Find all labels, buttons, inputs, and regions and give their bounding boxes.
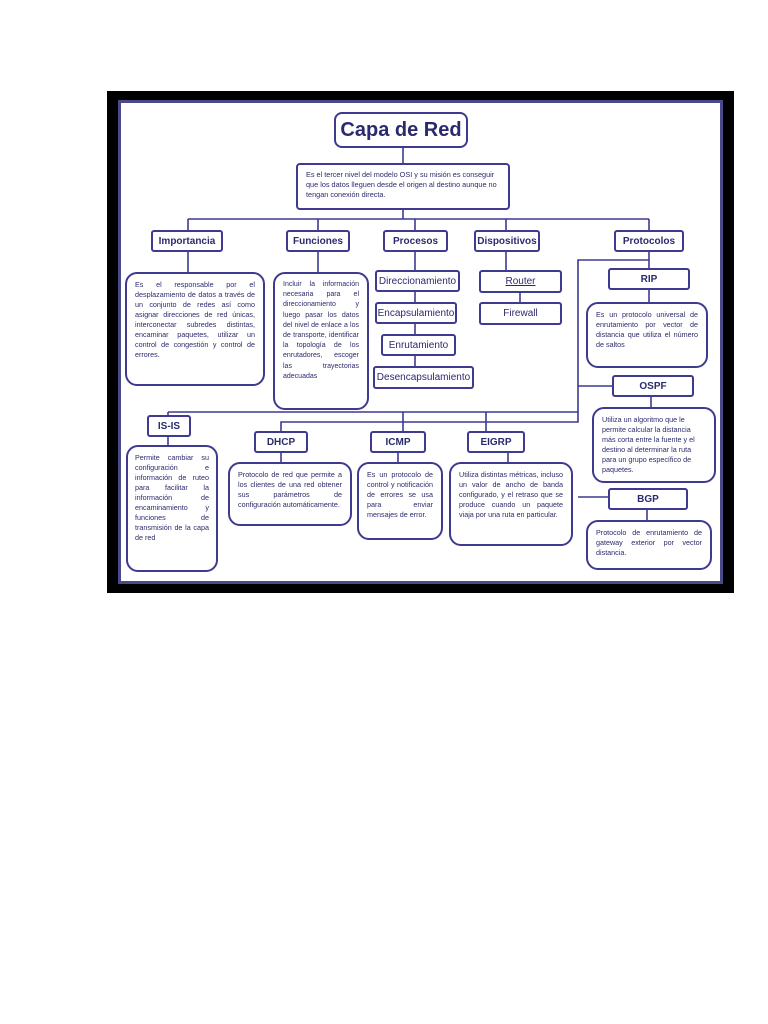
protocol-dhcp-description: Protocolo de red que permite a los clien… [228, 462, 352, 526]
proceso-item: Encapsulamiento [375, 302, 457, 324]
branch-protocolos-label: Protocolos [622, 235, 676, 247]
importancia-description: Es el responsable por el desplazamiento … [125, 272, 265, 386]
proceso-item: Direccionamiento [375, 270, 460, 292]
protocol-eigrp: EIGRP [467, 431, 525, 453]
protocol-ospf-label: OSPF [639, 380, 667, 392]
branch-importancia: Importancia [151, 230, 223, 252]
dispositivo-firewall-label: Firewall [503, 308, 538, 319]
branch-procesos-label: Procesos [392, 235, 439, 247]
protocol-dhcp-label: DHCP [266, 436, 296, 448]
branch-importancia-label: Importancia [158, 235, 216, 247]
branch-dispositivos-label: Dispositivos [477, 235, 537, 247]
protocol-bgp: BGP [608, 488, 688, 510]
protocol-isis: IS-IS [147, 415, 191, 437]
protocol-rip: RIP [608, 268, 690, 290]
protocol-icmp-label: ICMP [385, 436, 411, 448]
proceso-item-label: Encapsulamiento [377, 307, 455, 319]
branch-funciones-label: Funciones [292, 235, 343, 247]
protocol-icmp-description: Es un protocolo de control y notificació… [357, 462, 443, 540]
protocol-rip-text: Es un protocolo universal de enrutamient… [596, 310, 698, 349]
intro-text: Es el tercer nivel del modelo OSI y su m… [306, 170, 497, 199]
importancia-text: Es el responsable por el desplazamiento … [135, 280, 255, 359]
protocol-ospf: OSPF [612, 375, 694, 397]
dispositivo-router: Router [479, 270, 562, 293]
protocol-isis-description: Permite cambiar su configuración e infor… [126, 445, 218, 572]
branch-protocolos: Protocolos [614, 230, 684, 252]
proceso-item: Enrutamiento [381, 334, 456, 356]
title-box: Capa de Red [334, 112, 468, 148]
protocol-isis-label: IS-IS [157, 420, 181, 432]
protocol-icmp: ICMP [370, 431, 426, 453]
protocol-rip-description: Es un protocolo universal de enrutamient… [586, 302, 708, 368]
protocol-eigrp-text: Utiliza distintas métricas, incluso un v… [459, 470, 563, 519]
protocol-rip-label: RIP [640, 273, 658, 285]
protocol-eigrp-description: Utiliza distintas métricas, incluso un v… [449, 462, 573, 546]
page-title: Capa de Red [340, 118, 462, 141]
protocol-icmp-text: Es un protocolo de control y notificació… [367, 470, 433, 519]
protocol-eigrp-label: EIGRP [480, 436, 512, 448]
protocol-ospf-text: Utiliza un algoritmo que le permite calc… [602, 415, 695, 474]
protocol-dhcp: DHCP [254, 431, 308, 453]
protocol-ospf-description: Utiliza un algoritmo que le permite calc… [592, 407, 716, 483]
branch-dispositivos: Dispositivos [474, 230, 540, 252]
protocol-isis-text: Permite cambiar su configuración e infor… [135, 453, 209, 542]
branch-funciones: Funciones [286, 230, 350, 252]
protocol-dhcp-text: Protocolo de red que permite a los clien… [238, 470, 342, 509]
branch-procesos: Procesos [383, 230, 448, 252]
funciones-description: Incluir la información necesaria para el… [273, 272, 369, 410]
proceso-item-label: Direccionamiento [378, 275, 457, 287]
proceso-item: Desencapsulamiento [373, 366, 474, 389]
funciones-text: Incluir la información necesaria para el… [283, 281, 359, 380]
intro-box: Es el tercer nivel del modelo OSI y su m… [296, 163, 510, 210]
proceso-item-label: Enrutamiento [388, 339, 449, 351]
protocol-bgp-description: Protocolo de enrutamiento de gateway ext… [586, 520, 712, 570]
dispositivo-firewall: Firewall [479, 302, 562, 325]
protocol-bgp-text: Protocolo de enrutamiento de gateway ext… [596, 528, 702, 557]
proceso-item-label: Desencapsulamiento [376, 372, 471, 383]
dispositivo-router-label: Router [505, 276, 536, 287]
protocol-bgp-label: BGP [637, 493, 659, 505]
